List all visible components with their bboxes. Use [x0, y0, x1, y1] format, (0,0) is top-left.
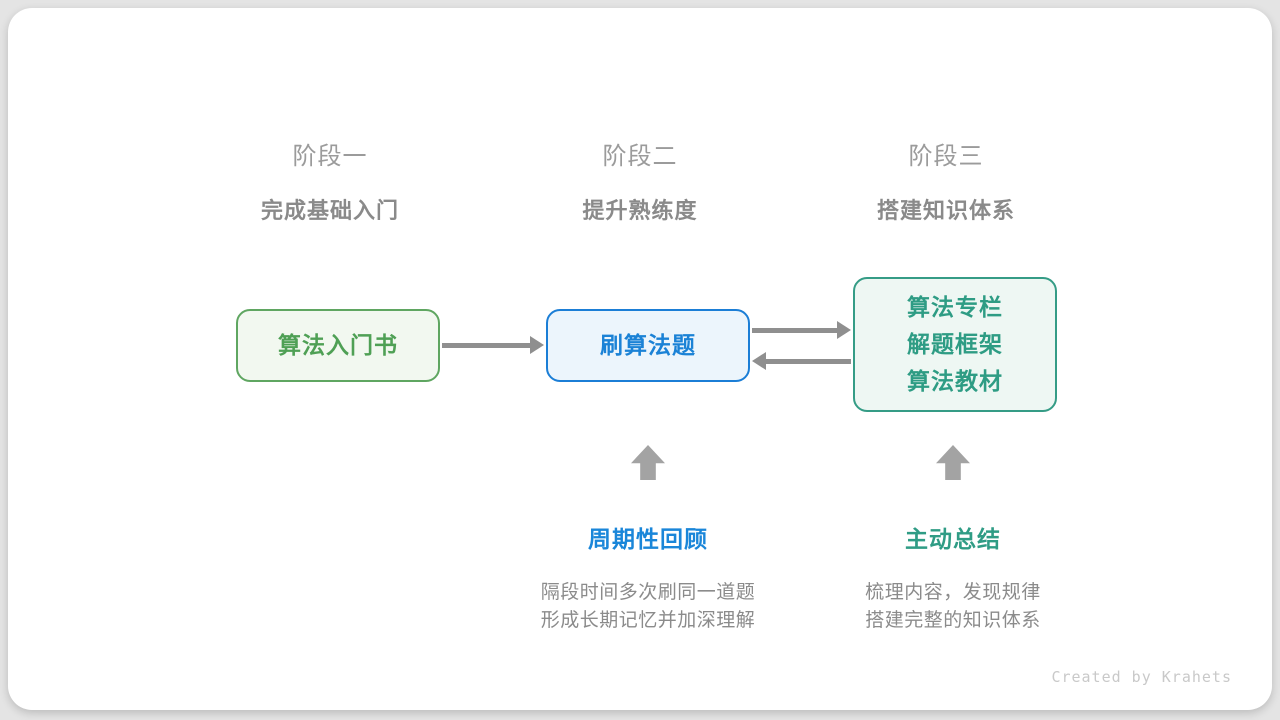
node-beginner-book: 算法入门书: [236, 309, 440, 382]
stage-3-label: 阶段三: [908, 143, 984, 170]
node-knowledge-resources-line-1: 算法专栏: [907, 294, 1003, 320]
arrow-resources-to-practice-icon: [752, 352, 851, 370]
annotation-desc-line-1: 梳理内容，发现规律: [865, 582, 1041, 603]
node-practice-problems: 刷算法题: [546, 309, 750, 382]
annotation-desc-line-2: 形成长期记忆并加深理解: [540, 609, 756, 631]
node-knowledge-resources: 算法专栏 解题框架 算法教材: [853, 277, 1057, 412]
annotation-periodic-review-title: 周期性回顾: [588, 526, 708, 552]
stage-1-subtitle: 完成基础入门: [260, 198, 399, 223]
annotation-desc-line-1: 隔段时间多次刷同一道题: [540, 582, 756, 603]
arrow-head: [752, 352, 766, 370]
node-knowledge-resources-line-3: 算法教材: [907, 368, 1003, 394]
stage-header-1: 阶段一 完成基础入门: [180, 136, 480, 225]
annotation-desc-line-2: 搭建完整的知识体系: [865, 609, 1041, 631]
annotation-active-summary-desc: 梳理内容，发现规律 搭建完整的知识体系: [793, 579, 1113, 634]
arrow-shaft: [442, 342, 532, 348]
stage-header-3: 阶段三 搭建知识体系: [796, 136, 1096, 225]
annotation-periodic-review-desc: 隔段时间多次刷同一道题 形成长期记忆并加深理解: [488, 579, 808, 634]
diagram-card: 阶段一 完成基础入门 阶段二 提升熟练度 阶段三 搭建知识体系 算法入门书 刷算…: [8, 8, 1272, 710]
arrow-head: [837, 321, 851, 339]
stage-header-2: 阶段二 提升熟练度: [490, 136, 790, 225]
node-beginner-book-label: 算法入门书: [278, 332, 398, 358]
credit-text: Created by Krahets: [1051, 668, 1232, 686]
node-knowledge-resources-line-2: 解题框架: [907, 331, 1003, 357]
node-practice-problems-label: 刷算法题: [600, 332, 696, 358]
arrow-practice-to-resources-icon: [752, 321, 851, 339]
annotation-active-summary: 主动总结 梳理内容，发现规律 搭建完整的知识体系: [793, 520, 1113, 634]
annotation-active-summary-title: 主动总结: [905, 526, 1001, 552]
up-arrow-review-icon: [631, 445, 665, 480]
annotation-periodic-review: 周期性回顾 隔段时间多次刷同一道题 形成长期记忆并加深理解: [488, 520, 808, 634]
arrow-book-to-practice-icon: [442, 336, 544, 354]
arrow-shaft: [752, 327, 839, 333]
stage-3-subtitle: 搭建知识体系: [876, 198, 1015, 223]
arrow-shaft: [764, 358, 851, 364]
up-arrow-summary-icon: [936, 445, 970, 480]
arrow-head: [530, 336, 544, 354]
stage-1-label: 阶段一: [292, 143, 368, 170]
stage-2-label: 阶段二: [602, 143, 678, 170]
stage-2-subtitle: 提升熟练度: [582, 198, 698, 223]
